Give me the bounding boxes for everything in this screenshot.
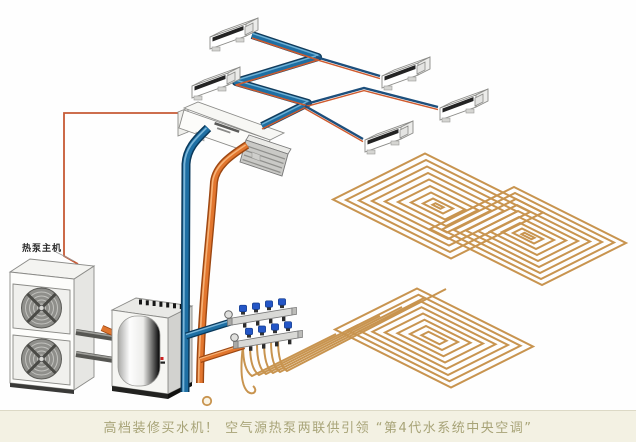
unit-outlet-grille [239, 139, 289, 177]
outdoor-unit-label: 热泵主机 [22, 242, 62, 254]
manifold-supply-branches [184, 317, 245, 364]
floor-heating-coil-right [430, 187, 626, 285]
fan-coil-unit-1 [210, 18, 258, 51]
caption-text: 高档装修买水机！ 空气源热泵两联供引领 “第4代水系统中央空调” [103, 421, 533, 436]
unit-brand-text [214, 122, 240, 134]
buffer-water-tank [110, 297, 194, 399]
fan-coil-unit-5 [365, 121, 413, 154]
label-leader-line [55, 251, 75, 262]
manifold-valve-handle-top [224, 310, 233, 319]
outdoor-fan-bottom [20, 337, 63, 381]
cold-water-pipe [180, 124, 212, 393]
fan-coil-unit-4 [440, 89, 488, 122]
trunk-pipe-run [232, 31, 322, 130]
tube-end-loop [201, 395, 213, 407]
refrigerant-line [63, 112, 181, 265]
floor-heating-manifold [224, 298, 303, 351]
floor-heating-coil-bottom [335, 289, 533, 388]
fan-coil-unit-3 [382, 57, 430, 90]
manifold-valve-handle-bottom [230, 333, 239, 342]
caption-bar: 高档装修买水机！ 空气源热泵两联供引领 “第4代水系统中央空调” [0, 410, 636, 442]
tank-mark-icon [160, 357, 164, 360]
branch-pipe-pairs [304, 55, 439, 143]
outdoor-heat-pump-unit [8, 258, 96, 394]
tank-cylinder [117, 315, 161, 387]
diagram-canvas: 热泵主机 [8, 0, 636, 407]
outdoor-fan-top [20, 286, 63, 330]
